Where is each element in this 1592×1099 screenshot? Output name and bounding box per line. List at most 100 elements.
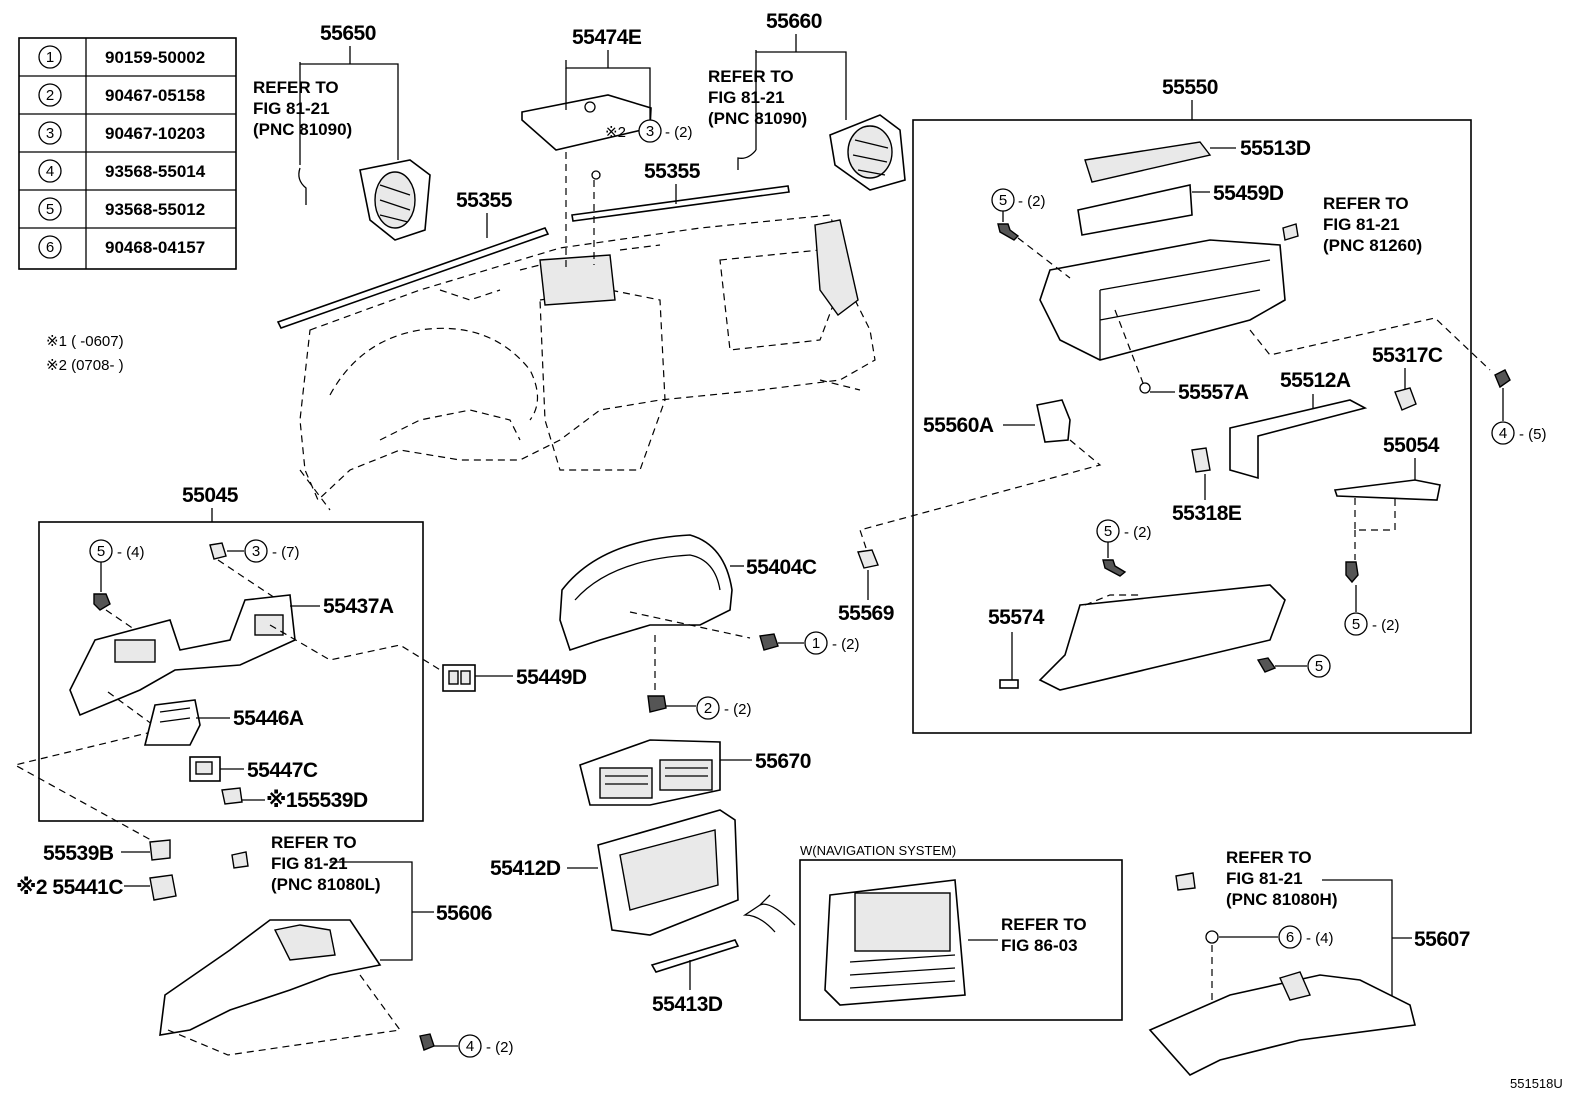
table-ref-circle — [38, 45, 62, 69]
callout-qty: - (2) — [665, 124, 693, 141]
note-2: ※2 (0708- ) — [46, 357, 124, 374]
table-ref-circle — [38, 121, 62, 145]
strip-55413D — [650, 939, 740, 973]
label-55539D: ※155539D — [266, 789, 368, 812]
label-55569: 55569 — [838, 602, 894, 625]
side-vent-right — [829, 114, 906, 191]
label-55045: 55045 — [182, 484, 239, 507]
callout-qty: - (2) — [486, 1039, 514, 1056]
label-55446A: 55446A — [233, 707, 304, 730]
label-55606: 55606 — [436, 902, 492, 925]
callout-5-single — [1307, 654, 1331, 678]
refer-line: (PNC 81080L) — [271, 875, 381, 894]
label-55660: 55660 — [766, 10, 822, 33]
label-55441C: ※2 55441C — [16, 876, 123, 899]
callout-qty: - (2) — [832, 636, 860, 653]
label-55404C: 55404C — [746, 556, 817, 579]
lower-cover-55607 — [1148, 974, 1416, 1076]
part-55539B — [149, 839, 171, 861]
callout-qty: - (4) — [117, 544, 145, 561]
part-55569 — [857, 549, 879, 569]
label-55317C: 55317C — [1372, 344, 1443, 367]
glove-box-group-frame — [912, 119, 1472, 734]
part-55317C — [1394, 387, 1417, 411]
label-55607: 55607 — [1414, 928, 1470, 951]
callout-4-b — [458, 1034, 482, 1058]
label-55447C: 55447C — [247, 759, 318, 782]
callout-4-a — [1491, 421, 1515, 445]
callout-number: 5 — [97, 543, 105, 560]
glove-box-door-55574 — [1038, 584, 1286, 691]
refer-line: FIG 81-21 — [1226, 869, 1303, 888]
callout-prefix-2: ※2 — [605, 124, 626, 141]
label-55355-right: 55355 — [644, 160, 701, 183]
callout-circle-3 — [638, 119, 662, 143]
part-55054 — [1333, 479, 1441, 501]
part-55513D — [1084, 141, 1212, 183]
lower-panel-group-frame — [38, 521, 424, 822]
callout-qty: - (2) — [724, 701, 752, 718]
callout-number: 5 — [999, 192, 1007, 209]
clip-55550-refer — [1282, 223, 1299, 241]
table-part-number: 90467-10203 — [105, 124, 205, 143]
table-part-number: 90467-05158 — [105, 86, 205, 105]
table-ref-number: 4 — [46, 163, 54, 180]
table-ref-number: 2 — [46, 87, 54, 104]
cluster-hood-55404C — [559, 534, 733, 652]
label-55670: 55670 — [755, 750, 811, 773]
navigation-unit — [824, 879, 966, 1006]
table-ref-circle — [38, 159, 62, 183]
label-55513D: 55513D — [1240, 137, 1311, 160]
refer-line: REFER TO — [253, 78, 339, 97]
label-55318E: 55318E — [1172, 502, 1242, 525]
callout-qty: - (7) — [272, 544, 300, 561]
table-ref-number: 5 — [46, 201, 54, 218]
label-55574: 55574 — [988, 606, 1045, 629]
table-part-number: 93568-55012 — [105, 200, 205, 219]
table-part-number: 93568-55014 — [105, 162, 206, 181]
figure-code: 551518U — [1510, 1076, 1563, 1091]
lower-panel-55437A — [69, 594, 296, 717]
label-55054: 55054 — [1383, 434, 1440, 457]
callout-number: 5 — [1352, 616, 1360, 633]
callout-number: 2 — [704, 700, 712, 717]
label-55539B: 55539B — [43, 842, 114, 865]
table-part-number: 90468-04157 — [105, 238, 205, 257]
label-55437A: 55437A — [323, 595, 394, 618]
callout-number: 5 — [1104, 523, 1112, 540]
callout-6 — [1278, 925, 1302, 949]
callout-number: 4 — [466, 1038, 474, 1055]
table-ref-number: 1 — [46, 49, 54, 66]
refer-line: REFER TO — [708, 67, 794, 86]
refer-line: (PNC 81090) — [708, 109, 807, 128]
nav-title: W(NAVIGATION SYSTEM) — [800, 843, 956, 858]
callout-number: 3 — [646, 123, 654, 140]
instrument-panel — [276, 185, 876, 511]
label-55413D: 55413D — [652, 993, 723, 1016]
callout-number: 5 — [1315, 658, 1323, 675]
refer-line: REFER TO — [271, 833, 357, 852]
callout-1 — [804, 631, 828, 655]
callout-qty: - (2) — [1018, 193, 1046, 210]
callout-qty: - (2) — [1124, 524, 1152, 541]
label-55557A: 55557A — [1178, 381, 1249, 404]
callout-qty: - (2) — [1372, 617, 1400, 634]
part-55459D — [1077, 184, 1193, 236]
part-55318E — [1191, 447, 1211, 473]
callout-number: 6 — [1286, 929, 1294, 946]
callout-2 — [696, 696, 720, 720]
callout-number: 3 — [252, 543, 260, 560]
callout-number: 4 — [1499, 425, 1507, 442]
label-55550: 55550 — [1162, 76, 1218, 99]
part-55512A — [1229, 399, 1368, 480]
part-55560A — [1036, 399, 1071, 443]
refer-line: (PNC 81260) — [1323, 236, 1422, 255]
table-ref-number: 6 — [46, 239, 54, 256]
